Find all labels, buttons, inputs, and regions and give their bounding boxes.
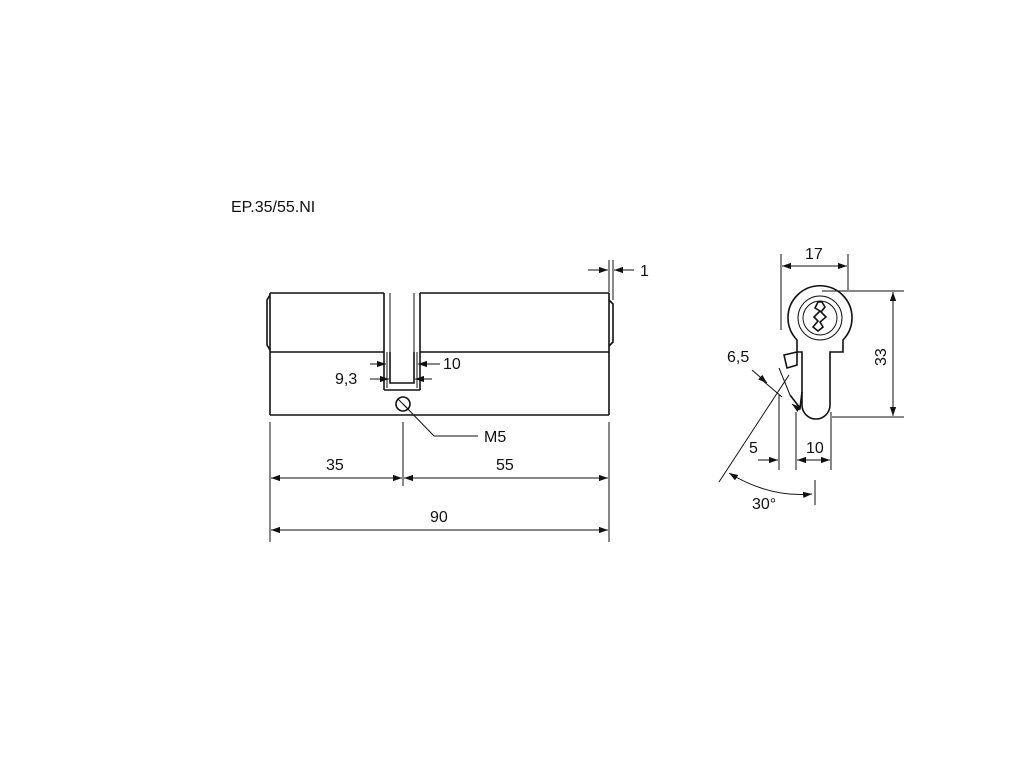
- cam-thickness-label: 6,5: [727, 349, 749, 366]
- drawing-title: EP.35/55.NI: [231, 199, 315, 216]
- bottom-width-label: 10: [806, 440, 824, 457]
- cylinder-profile-view: [778, 284, 853, 420]
- profile-height-dimension: 33: [822, 290, 904, 418]
- length-dimensions: 35 55 90: [269, 422, 610, 542]
- screw-label: M5: [484, 429, 506, 446]
- cylinder-side-view: [266, 292, 614, 416]
- cam-thickness-dimension: 6,5: [727, 349, 802, 412]
- screw-callout: M5: [402, 403, 506, 446]
- left-length-label: 35: [326, 457, 344, 474]
- total-length-label: 90: [430, 509, 448, 526]
- bottom-dimensions: 5 10: [749, 395, 832, 470]
- cam-width-a-label: 9,3: [335, 371, 357, 388]
- cam-offset-label: 5: [749, 440, 758, 457]
- angle-dimension: 30°: [718, 374, 816, 513]
- angle-label: 30°: [752, 496, 776, 513]
- profile-height-label: 33: [873, 348, 890, 366]
- cam-width-b-label: 10: [443, 356, 461, 373]
- profile-width-dimension: 17: [780, 246, 849, 330]
- gap-label: 1: [640, 263, 649, 280]
- cam-inner-dimension: 9,3: [335, 371, 432, 388]
- cam-width-dimension: 10: [370, 356, 461, 373]
- profile-width-label: 17: [805, 246, 823, 263]
- right-length-label: 55: [496, 457, 514, 474]
- gap-dimension: 1: [588, 260, 649, 300]
